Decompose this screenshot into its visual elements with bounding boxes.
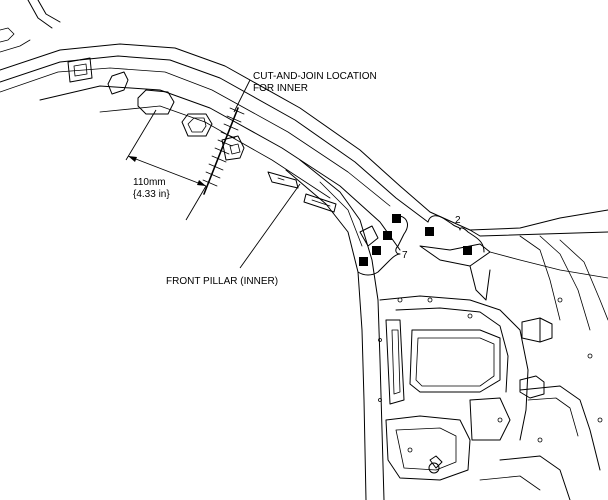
weld-marker bbox=[425, 227, 434, 236]
front-pillar-label: FRONT PILLAR (INNER) bbox=[166, 276, 278, 287]
dimension-110mm bbox=[125, 109, 207, 221]
weld-markers-group-7 bbox=[359, 214, 401, 266]
callout-brace-7 bbox=[357, 215, 408, 276]
dimension-in-label: {4.33 in} bbox=[133, 189, 170, 200]
weld-marker bbox=[463, 246, 472, 255]
cut-join-label-line1: CUT-AND-JOIN LOCATION bbox=[253, 71, 377, 82]
callout-brace-2 bbox=[427, 215, 485, 253]
weld-markers-group-2 bbox=[425, 227, 472, 255]
cut-join-label-line2: FOR INNER bbox=[253, 83, 308, 94]
weld-marker bbox=[392, 214, 401, 223]
cut-join-hatch bbox=[202, 107, 245, 195]
callout-2-label: 2 bbox=[455, 215, 461, 226]
weld-marker bbox=[372, 246, 381, 255]
weld-marker bbox=[359, 257, 368, 266]
callout-7-label: 7 bbox=[402, 250, 408, 261]
dimension-mm-label: 110mm bbox=[133, 177, 166, 188]
weld-marker bbox=[383, 231, 392, 240]
leader-lines bbox=[233, 79, 301, 269]
